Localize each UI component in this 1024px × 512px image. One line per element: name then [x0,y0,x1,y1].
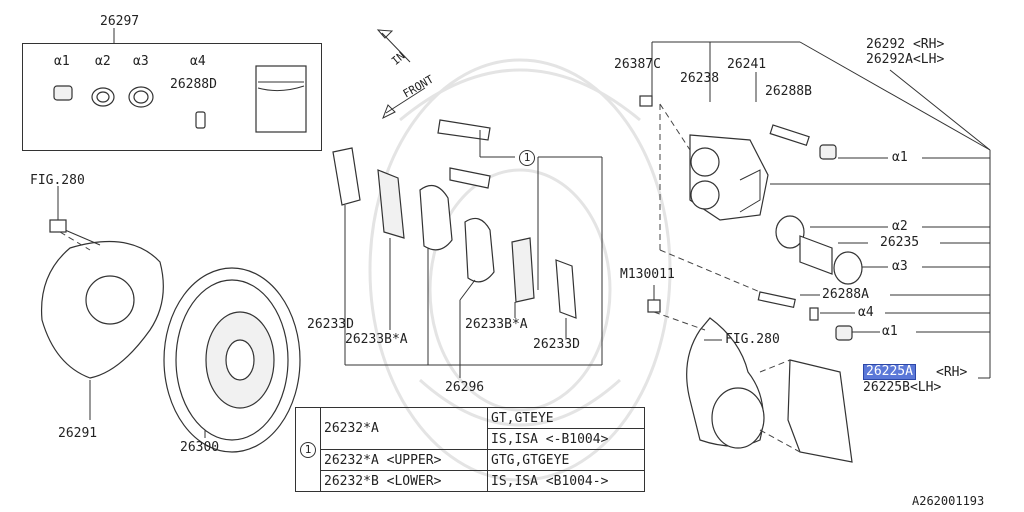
table-part-cell: 26232*A [320,407,488,450]
callout-26233b-a-right[interactable]: 26233B*A [465,317,528,332]
callout-26288a[interactable]: 26288A [822,287,869,302]
direction-arrows [376,29,426,120]
callout-26291[interactable]: 26291 [58,426,98,441]
callout-26233d-right[interactable]: 26233D [533,337,580,352]
callout-26292a-lh[interactable]: 26292A<LH> [866,52,945,67]
table-ref-cell: 1 [295,407,321,492]
kit-item-a2: α2 [95,54,111,69]
table-model-cell: IS,ISA <B1004-> [487,470,645,492]
callout-a3[interactable]: α3 [892,259,908,274]
callout-26225a-side: <RH> [936,365,968,380]
caliper-assembly [639,95,863,463]
callout-m130011[interactable]: M130011 [620,267,675,282]
kit-parts [53,65,307,133]
callout-a1-lower[interactable]: α1 [882,324,898,339]
table-row: 26232*B <LOWER> IS,ISA <B1004-> [296,470,645,492]
callout-26292-rh[interactable]: 26292 <RH> [866,37,945,52]
callout-a4[interactable]: α4 [858,305,874,320]
diagram-code: A262001193 [912,494,985,508]
brake-pads [332,119,577,319]
applicability-table: 1 26232*A GT,GTEYE IS,ISA <-B1004> 26232… [295,407,645,492]
dust-shield [40,219,164,379]
callout-26225b-lh[interactable]: 26225B<LH> [863,380,942,395]
table-part-cell: 26232*A <UPPER> [320,449,488,471]
kit-part-number: 26297 [100,14,140,29]
table-model-cell: GT,GTEYE [487,407,645,429]
callout-ref-1[interactable]: 1 [519,150,535,166]
table-part-cell: 26232*B <LOWER> [320,470,488,492]
leader-lines [57,28,991,438]
callout-26300[interactable]: 26300 [180,440,220,455]
table-model-cell: GTG,GTGEYE [487,449,645,471]
table-row: 1 26232*A GT,GTEYE [295,407,645,492]
callout-26296[interactable]: 26296 [445,380,485,395]
kit-item-a3: α3 [133,54,149,69]
callout-26387c[interactable]: 26387C [614,57,661,72]
callout-fig280-mid[interactable]: FIG.280 [725,332,780,347]
callout-26238[interactable]: 26238 [680,71,720,86]
callout-26288b[interactable]: 26288B [765,84,812,99]
kit-item-a1: α1 [54,54,70,69]
dashed-guides [59,103,801,453]
ref-circle: 1 [519,150,535,166]
callout-26233d-left[interactable]: 26233D [307,317,354,332]
kit-box-26297 [22,43,322,151]
callout-26225a-highlighted[interactable]: 26225A [863,364,916,380]
callout-a1-upper[interactable]: α1 [892,150,908,165]
brake-rotor [163,267,301,453]
kit-item-a4: α4 [190,54,206,69]
callout-26241[interactable]: 26241 [727,57,767,72]
callout-a2[interactable]: α2 [892,219,908,234]
callout-26235[interactable]: 26235 [880,235,920,250]
callout-fig280-top[interactable]: FIG.280 [30,173,85,188]
table-row: 26232*A <UPPER> GTG,GTGEYE [296,449,645,471]
callout-26233b-a-left[interactable]: 26233B*A [345,332,408,347]
table-row: IS,ISA <-B1004> [296,428,645,450]
kit-sub-part: 26288D [170,77,217,92]
table-model-cell: IS,ISA <-B1004> [487,428,645,450]
